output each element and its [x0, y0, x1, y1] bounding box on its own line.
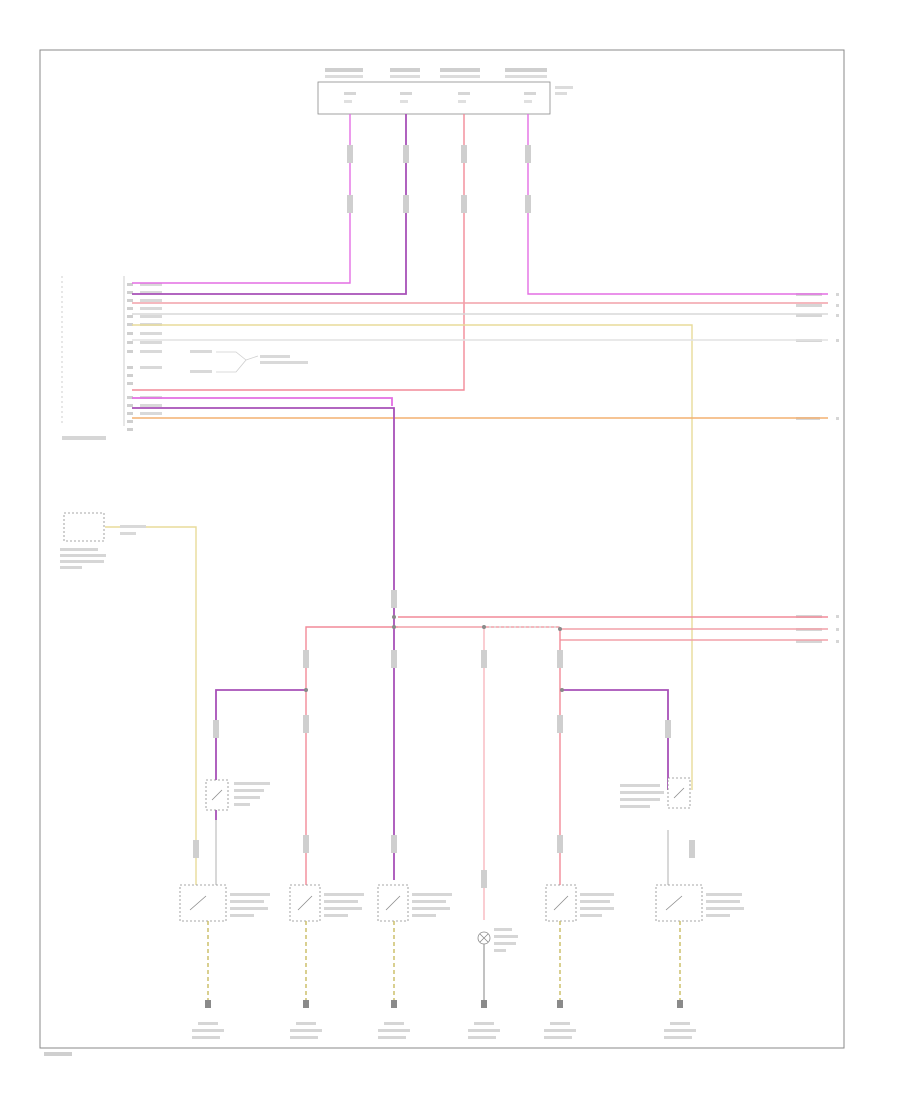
bottom-switch-5 [655, 884, 744, 922]
bottom-switch-1 [179, 884, 270, 922]
wires [105, 114, 828, 920]
mid-right-switch [620, 777, 691, 809]
mid-left-switch [205, 779, 270, 811]
junction-dots [304, 615, 564, 692]
bottom-switch-4 [545, 884, 614, 922]
connector-markers [193, 145, 695, 888]
wire-fuse-3 [132, 114, 465, 391]
fuse-box [317, 68, 573, 115]
wire-fuse-4 [527, 114, 828, 295]
left-relay-module [60, 512, 146, 569]
diagram-frame [39, 49, 845, 1049]
bottom-lamp [477, 928, 518, 952]
ground-symbols [192, 1000, 696, 1039]
right-connector-labels [796, 293, 839, 643]
ground-wires [207, 921, 681, 1000]
wire-fuse-1 [132, 114, 351, 284]
bottom-switch-2 [289, 884, 364, 922]
footer-code-mark [44, 1052, 72, 1056]
wire-fuse-2 [132, 114, 407, 295]
bottom-switch-3 [377, 884, 452, 922]
general-module [61, 276, 308, 440]
